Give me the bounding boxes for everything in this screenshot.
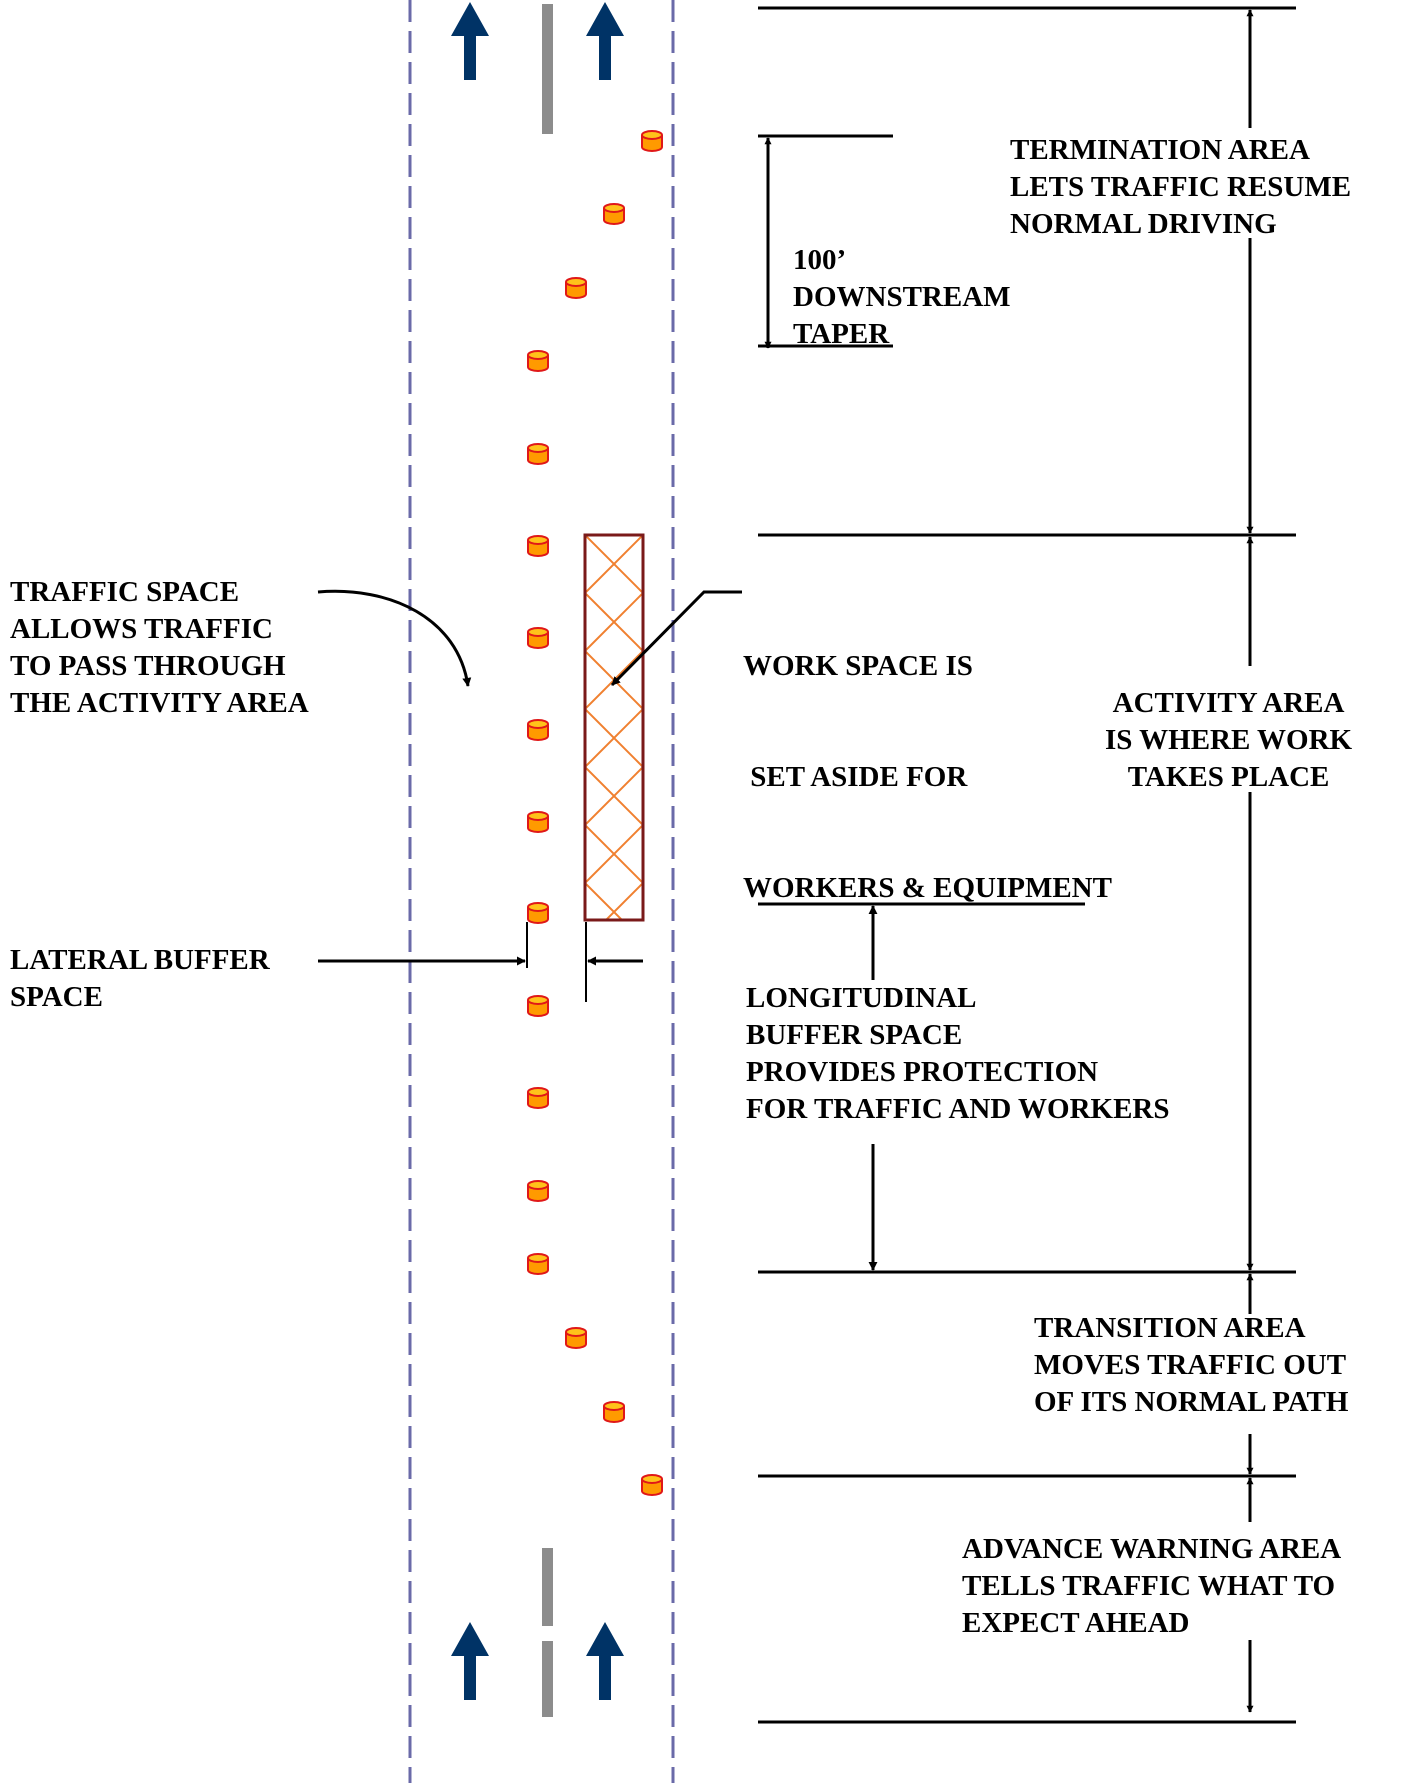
work-space-label-line: WORK SPACE IS bbox=[743, 650, 973, 682]
downstream-taper-label: 100’ DOWNSTREAM TAPER bbox=[793, 242, 1011, 353]
hatch-line bbox=[604, 882, 643, 920]
traffic-cone-icon bbox=[527, 902, 549, 924]
termination-label-line: NORMAL DRIVING bbox=[1010, 208, 1277, 240]
traffic-space-label: TRAFFIC SPACE ALLOWS TRAFFIC TO PASS THR… bbox=[10, 574, 309, 722]
traffic-cone-icon bbox=[527, 535, 549, 557]
transition-label-line: OF ITS NORMAL PATH bbox=[1034, 1386, 1349, 1418]
traffic-cone-icon bbox=[603, 203, 625, 225]
longitudinal-label-line: BUFFER SPACE bbox=[746, 1019, 963, 1051]
transition-label-line: TRANSITION AREA bbox=[1034, 1312, 1306, 1344]
longitudinal-label-line: FOR TRAFFIC AND WORKERS bbox=[746, 1093, 1170, 1125]
work-space bbox=[583, 533, 645, 999]
traffic-cone-icon bbox=[527, 350, 549, 372]
work-space-hatch bbox=[585, 535, 643, 999]
hatch-line bbox=[641, 535, 643, 536]
traffic-cone-icon bbox=[641, 130, 663, 152]
activity-label-line: ACTIVITY AREA bbox=[1112, 687, 1345, 719]
advance-warning-label-line: ADVANCE WARNING AREA bbox=[962, 1533, 1342, 1565]
hatch-line bbox=[585, 824, 643, 884]
activity-label-line: IS WHERE WORK bbox=[1105, 724, 1353, 756]
traffic-cone-icon bbox=[565, 277, 587, 299]
work-space-label: WORK SPACE IS SET ASIDE FOR WORKERS & EQ… bbox=[743, 574, 1112, 981]
traffic-space-label-line: TO PASS THROUGH bbox=[10, 650, 286, 682]
lane-divider-segment bbox=[542, 4, 553, 134]
lateral-buffer-label: LATERAL BUFFER SPACE bbox=[10, 942, 270, 1016]
hatch-line bbox=[585, 941, 643, 999]
taper-label-line: TAPER bbox=[793, 318, 890, 350]
hatch-line bbox=[585, 535, 587, 536]
up-arrow-icon bbox=[586, 2, 624, 80]
transition-label-line: MOVES TRAFFIC OUT bbox=[1034, 1349, 1347, 1381]
work-space-label-line: SET ASIDE FOR bbox=[743, 761, 968, 793]
lane-divider-segment bbox=[542, 1548, 553, 1626]
lane-arrows bbox=[451, 2, 624, 1700]
advance-warning-label-line: TELLS TRAFFIC WHAT TO bbox=[962, 1570, 1336, 1602]
traffic-space-arrow bbox=[317, 589, 472, 687]
road-edges bbox=[408, 0, 675, 1783]
work-space-border bbox=[583, 533, 645, 922]
traffic-cones bbox=[527, 130, 663, 1496]
longitudinal-buffer-label: LONGITUDINAL BUFFER SPACE PROVIDES PROTE… bbox=[746, 980, 1170, 1128]
up-arrow-icon bbox=[451, 1622, 489, 1700]
transition-area-label: TRANSITION AREA MOVES TRAFFIC OUT OF ITS… bbox=[1034, 1310, 1348, 1421]
traffic-space-label-line: ALLOWS TRAFFIC bbox=[10, 613, 273, 645]
traffic-cone-icon bbox=[527, 1180, 549, 1202]
taper-label-line: DOWNSTREAM bbox=[793, 281, 1011, 313]
advance-warning-label-line: EXPECT AHEAD bbox=[962, 1607, 1190, 1639]
dimension-arrows bbox=[764, 9, 1254, 1713]
traffic-cone-icon bbox=[527, 443, 549, 465]
activity-label-line: TAKES PLACE bbox=[1127, 761, 1330, 793]
work-space-arrow bbox=[610, 590, 742, 687]
termination-label-line: LETS TRAFFIC RESUME bbox=[1010, 171, 1352, 203]
traffic-cone-icon bbox=[527, 811, 549, 833]
hatch-line bbox=[585, 592, 643, 652]
lane-divider-segment bbox=[542, 1641, 553, 1717]
advance-warning-label: ADVANCE WARNING AREA TELLS TRAFFIC WHAT … bbox=[962, 1531, 1341, 1642]
traffic-cone-icon bbox=[527, 995, 549, 1017]
lateral-buffer-label-line: LATERAL BUFFER bbox=[10, 944, 270, 976]
traffic-cone-icon bbox=[527, 1087, 549, 1109]
taper-label-line: 100’ bbox=[793, 244, 847, 276]
up-arrow-icon bbox=[586, 1622, 624, 1700]
traffic-cone-icon bbox=[641, 1474, 663, 1496]
traffic-cone-icon bbox=[527, 1253, 549, 1275]
termination-area-label: TERMINATION AREA LETS TRAFFIC RESUME NOR… bbox=[1010, 132, 1351, 243]
longitudinal-label-line: LONGITUDINAL bbox=[746, 982, 977, 1014]
lane-divider bbox=[542, 4, 553, 1717]
traffic-cone-icon bbox=[527, 627, 549, 649]
activity-area-label: ACTIVITY AREA IS WHERE WORK TAKES PLACE bbox=[1105, 685, 1352, 796]
traffic-space-label-line: THE ACTIVITY AREA bbox=[10, 687, 309, 719]
work-space-label-line: WORKERS & EQUIPMENT bbox=[743, 872, 1112, 904]
hatch-line bbox=[585, 535, 643, 594]
longitudinal-label-line: PROVIDES PROTECTION bbox=[746, 1056, 1099, 1088]
hatch-line bbox=[585, 941, 643, 999]
traffic-cone-icon bbox=[527, 719, 549, 741]
traffic-cone-icon bbox=[603, 1401, 625, 1423]
up-arrow-icon bbox=[451, 2, 489, 80]
traffic-space-label-line: TRAFFIC SPACE bbox=[10, 576, 240, 608]
lateral-buffer-label-line: SPACE bbox=[10, 981, 103, 1013]
hatch-line bbox=[585, 766, 643, 826]
hatch-line bbox=[585, 708, 643, 768]
termination-label-line: TERMINATION AREA bbox=[1010, 134, 1310, 166]
zone-boundaries bbox=[758, 6, 1296, 1724]
traffic-cone-icon bbox=[565, 1327, 587, 1349]
pointer-arrows bbox=[317, 589, 742, 1002]
